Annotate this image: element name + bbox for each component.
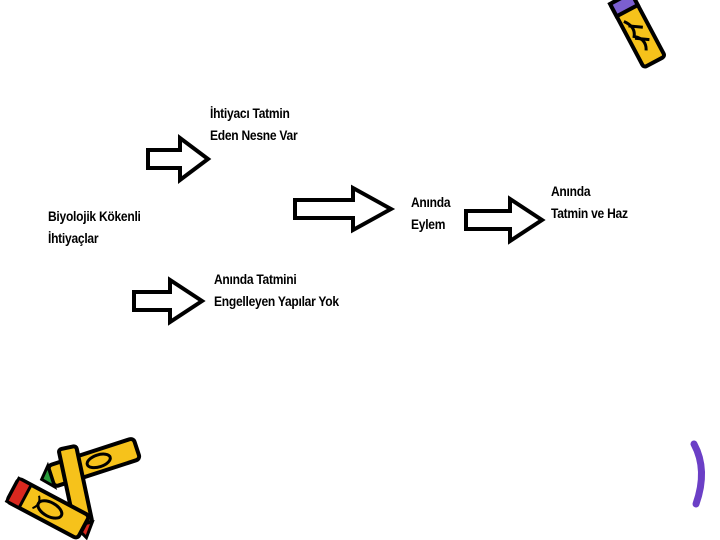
arrow-to-condition-bottom	[132, 278, 204, 324]
arrow-to-condition-top	[146, 136, 210, 182]
source-line-2: İhtiyaçlar	[48, 227, 141, 249]
action-line-1: Anında	[411, 191, 450, 213]
result-line-1: Anında	[551, 180, 628, 202]
condition-bottom-line-2: Engelleyen Yapılar Yok	[214, 290, 339, 312]
condition-top-line-1: İhtiyacı Tatmin	[210, 102, 297, 124]
action-line-2: Eylem	[411, 213, 450, 235]
purple-crayon-icon	[684, 440, 714, 510]
condition-bottom-line-1: Anında Tatmini	[214, 268, 339, 290]
action-node: Anında Eylem	[411, 191, 450, 235]
condition-bottom-node: Anında Tatmini Engelleyen Yapılar Yok	[214, 268, 339, 312]
result-node: Anında Tatmin ve Haz	[551, 180, 628, 224]
result-line-2: Tatmin ve Haz	[551, 202, 628, 224]
source-line-1: Biyolojik Kökenli	[48, 205, 141, 227]
condition-top-node: İhtiyacı Tatmin Eden Nesne Var	[210, 102, 297, 146]
pencil-icon	[604, 0, 674, 70]
arrow-to-result	[464, 197, 544, 243]
condition-top-line-2: Eden Nesne Var	[210, 124, 297, 146]
arrow-to-action	[293, 186, 393, 232]
crayons-icon	[0, 438, 150, 538]
source-node: Biyolojik Kökenli İhtiyaçlar	[48, 205, 141, 249]
